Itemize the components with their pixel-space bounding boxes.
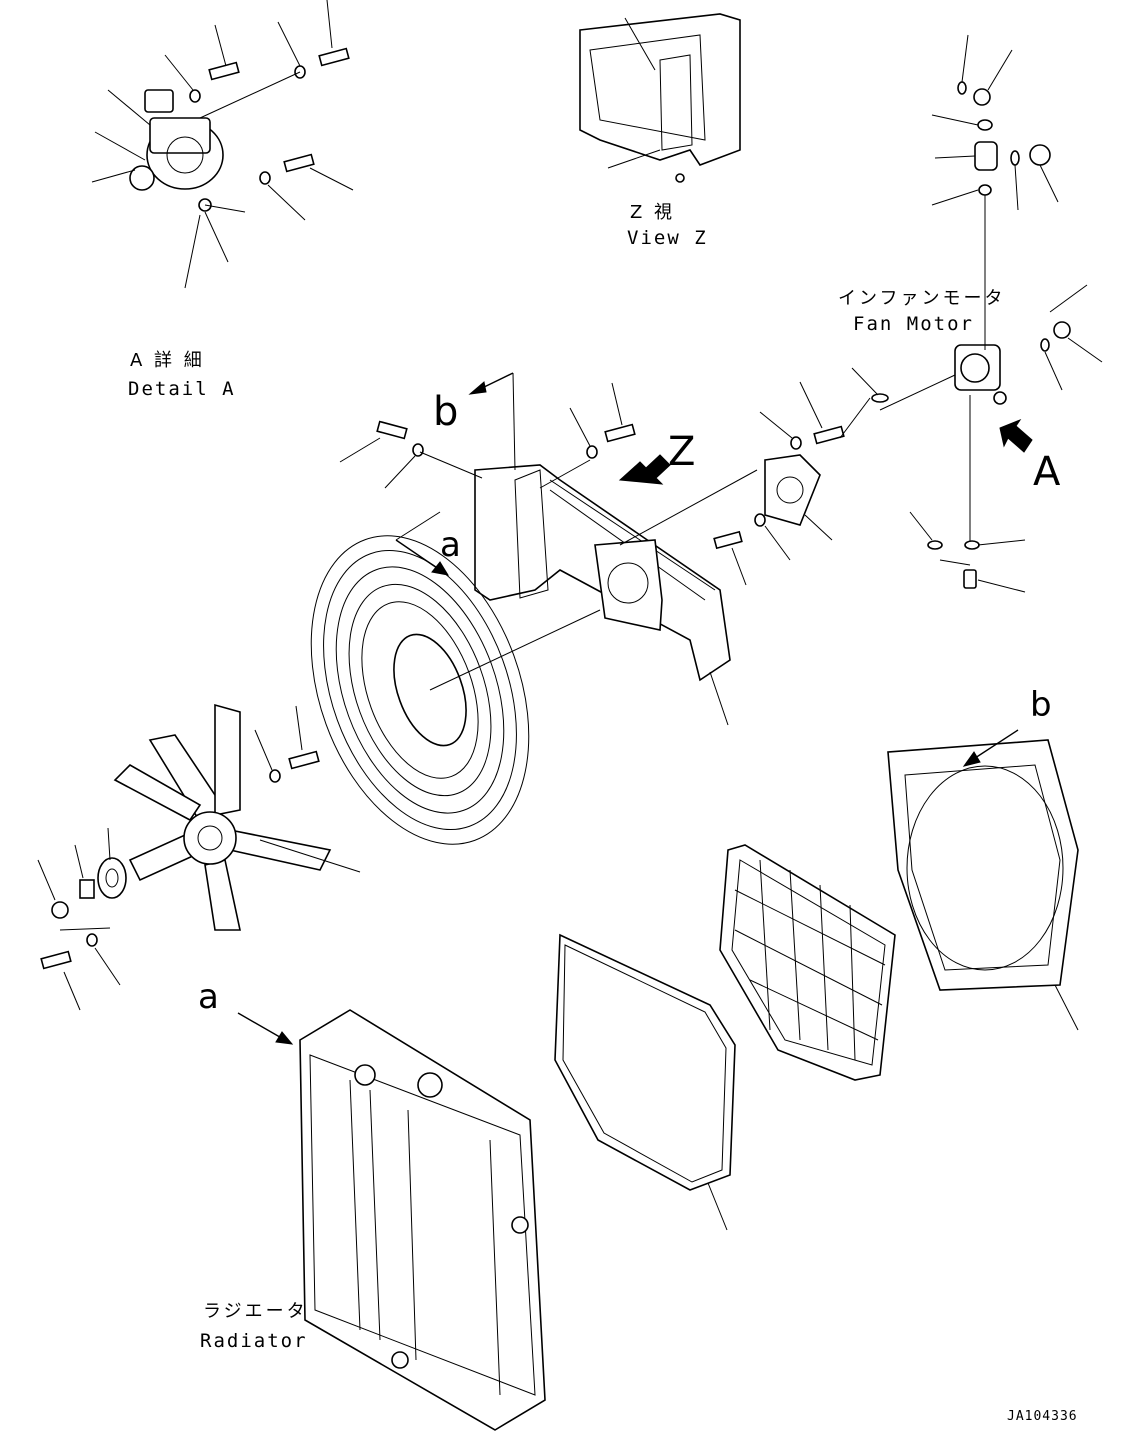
fan-shroud	[887, 739, 1079, 1031]
mesh-screen	[719, 844, 896, 1081]
callout-view-a: A	[1033, 449, 1061, 495]
center-leader-lines	[339, 372, 871, 726]
callout-a-left: a	[198, 977, 219, 1017]
view-z-title-jp: Z 視	[630, 202, 676, 223]
cooling-fan	[37, 703, 361, 1011]
detail-a-title-en: Detail A	[128, 378, 236, 400]
detail-a-fan-motor	[129, 89, 246, 213]
view-arrow-icon	[618, 418, 1033, 485]
radiator-label-en: Radiator	[200, 1330, 308, 1352]
detail-a-leader-lines	[91, 0, 354, 289]
fan-motor-leader-lines	[851, 34, 1103, 593]
radiator-core	[299, 1009, 546, 1431]
fan-motor-label-jp: インファンモータ	[838, 288, 1006, 309]
callout-z: Z	[668, 429, 696, 475]
callout-b-right: b	[1030, 685, 1052, 725]
fan-guard	[310, 535, 601, 845]
radiator-label-jp: ラジエータ	[203, 1301, 308, 1322]
fan-motor-label-en: Fan Motor	[853, 313, 974, 335]
center-bolts	[376, 420, 845, 550]
view-z-title-en: View Z	[627, 227, 708, 249]
fan-bracket-frame	[474, 454, 821, 682]
callout-a-top: a	[440, 525, 461, 565]
drawing-number: JA104336	[1007, 1409, 1078, 1424]
fan-motor-assembly	[871, 81, 1071, 589]
callout-b-top: b	[433, 389, 459, 435]
callout-arrows	[237, 372, 1019, 1045]
view-z-bracket	[579, 13, 741, 183]
seal-gasket	[554, 933, 736, 1231]
detail-a-title-jp: A 詳 細	[130, 350, 205, 371]
